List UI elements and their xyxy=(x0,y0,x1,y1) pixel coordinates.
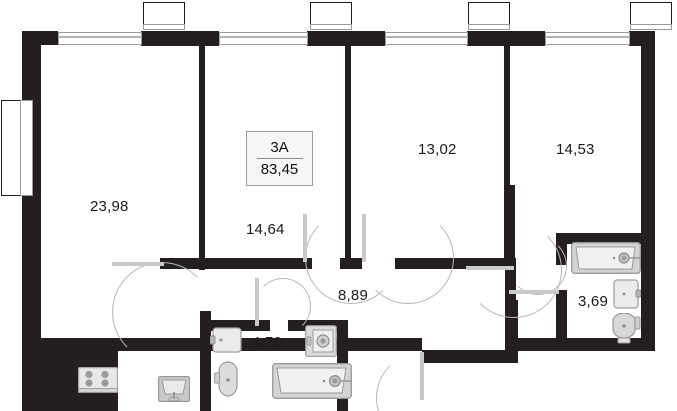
kitchen-sink-icon xyxy=(158,376,190,402)
wall-bathroom-suite-left-lower xyxy=(556,290,567,351)
stove-icon xyxy=(78,367,118,393)
window-top-4-mullion xyxy=(545,36,630,38)
unit-type-label: 3А xyxy=(270,138,289,156)
window-top-2-mullion xyxy=(219,36,308,38)
partition-bedroom-middle-right xyxy=(504,45,510,267)
exterior-wall-pier-2 xyxy=(307,31,385,46)
room-area-bathroom-main: 4,70 xyxy=(252,334,282,351)
exterior-wall-pier-3 xyxy=(467,31,545,46)
wall-bedroom-left-bottom xyxy=(200,258,308,269)
door-arc-bathroom-main[interactable] xyxy=(255,278,311,334)
door-leaf-bedroom-right[interactable] xyxy=(466,266,514,270)
room-area-bathroom-suite: 3,69 xyxy=(578,293,608,310)
wall-living-bottom-jamb xyxy=(160,258,205,269)
door-leaf-living-room[interactable] xyxy=(112,262,164,266)
washbasin-main-icon xyxy=(210,327,242,353)
door-leaf-bathroom-main[interactable] xyxy=(255,278,259,326)
door-leaf-bedroom-middle[interactable] xyxy=(362,214,366,262)
bathtub-main-icon xyxy=(272,363,352,399)
door-leaf-entrance[interactable] xyxy=(420,352,424,400)
wall-bathroom-main-left xyxy=(200,311,211,411)
partition-bedroom-hall xyxy=(345,45,351,267)
room-area-living-room: 23,98 xyxy=(90,198,129,215)
unit-badge-divider xyxy=(256,157,303,160)
exterior-wall-step-low xyxy=(455,350,518,363)
partition-living-bedroom xyxy=(199,45,205,270)
room-area-hallway: 8,89 xyxy=(338,287,368,304)
balcony-sill-2 xyxy=(310,24,352,30)
room-area-bedroom-middle: 13,02 xyxy=(418,141,457,158)
exterior-wall-pier-1 xyxy=(141,31,219,46)
balcony-sill-1 xyxy=(143,24,185,30)
unit-badge: 3А 83,45 xyxy=(246,131,313,186)
balcony-sill-3 xyxy=(468,24,510,30)
balcony-box-1 xyxy=(143,2,185,26)
room-area-bedroom-right: 14,53 xyxy=(556,141,595,158)
door-arc-bathroom-suite[interactable] xyxy=(509,237,567,295)
balcony-box-4 xyxy=(630,2,672,26)
window-top-1-mullion xyxy=(58,36,142,38)
window-top-1 xyxy=(58,32,142,45)
bathtub-suite-icon xyxy=(571,242,641,274)
wall-bathroom-suite-top xyxy=(556,233,642,244)
window-left-inner xyxy=(20,100,33,196)
wall-bedroom-middle-bottom xyxy=(395,258,514,269)
door-arc-bedroom-middle[interactable] xyxy=(362,212,454,304)
balcony-sill-4 xyxy=(630,24,672,30)
unit-total-area: 83,45 xyxy=(260,161,299,179)
wall-bathroom-main-top-left xyxy=(200,320,270,331)
exterior-wall-right xyxy=(641,31,655,351)
balcony-box-3 xyxy=(468,2,510,26)
window-top-3-mullion xyxy=(385,36,468,38)
washbasin-suite-icon xyxy=(613,279,641,309)
washing-machine-icon xyxy=(305,325,337,357)
door-arc-living-room[interactable] xyxy=(112,262,212,362)
window-top-3 xyxy=(385,32,468,45)
toilet-main-icon xyxy=(214,361,238,397)
door-leaf-bedroom-left[interactable] xyxy=(303,214,307,262)
window-top-2 xyxy=(219,32,308,45)
window-top-4 xyxy=(545,32,630,45)
door-leaf-bathroom-suite[interactable] xyxy=(509,290,559,294)
toilet-suite-icon xyxy=(612,313,641,344)
room-area-bedroom-left: 14,64 xyxy=(246,221,285,238)
balcony-box-2 xyxy=(310,2,352,26)
